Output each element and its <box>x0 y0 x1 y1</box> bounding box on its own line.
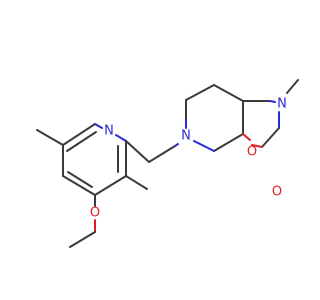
bond-o-c <box>242 133 251 141</box>
bond-c-c <box>94 175 127 196</box>
bond-c-n <box>193 140 215 152</box>
atom-o-carbonyl: O <box>272 185 282 200</box>
atom-o-methoxy: O <box>90 206 100 221</box>
bond-methyl-ome <box>69 231 96 248</box>
atom-labels: N O N O O N <box>90 97 287 221</box>
bond-ch2-n-half <box>174 143 179 147</box>
bond-c-n <box>269 100 276 103</box>
bond-n-c <box>115 134 127 142</box>
bond-ch2-n <box>148 145 176 163</box>
bond-methyl-bottom <box>125 175 148 190</box>
bond-c-c <box>213 133 244 152</box>
bond-c-o-ring <box>251 144 263 148</box>
bond-c-n <box>94 123 103 129</box>
atom-n-piperidine: N <box>181 129 191 144</box>
atom-n-carbamate: N <box>277 97 287 112</box>
bond-methyl-top <box>36 129 64 146</box>
molecule-diagram: N O N O O N <box>36 79 299 248</box>
bond-n-methyl <box>286 79 299 94</box>
bonds <box>36 79 299 248</box>
bond-c-c <box>62 175 96 196</box>
bond-c-c-double <box>67 171 93 188</box>
atom-o-ring: O <box>247 145 257 160</box>
bond-c-ch2 <box>125 140 150 163</box>
bond-c-c <box>261 127 280 148</box>
bond-c-c <box>62 123 96 146</box>
atom-n-pyridine: N <box>104 124 114 139</box>
bond-c-c-double <box>66 131 97 152</box>
bond-c-c <box>213 84 244 102</box>
bond-c-c <box>185 84 215 101</box>
